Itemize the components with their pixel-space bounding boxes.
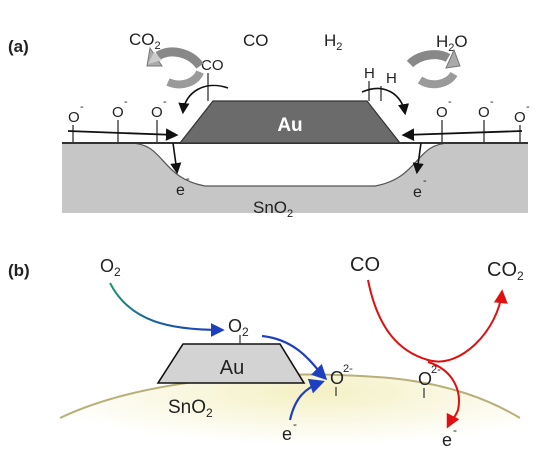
depletion-boundary [129, 142, 451, 187]
h2o-release-arrow-icon [406, 48, 461, 89]
svg-text:O2: O2 [100, 256, 121, 279]
oxygen-ion-left-1: O - [68, 101, 84, 143]
svg-text:2-: 2- [431, 364, 441, 376]
electron-b-right: e - [442, 423, 457, 450]
svg-text:2-: 2- [343, 363, 353, 375]
oxygen-ion-right-1: O - [436, 96, 452, 143]
co-gas-label-b: CO [350, 254, 380, 276]
svg-text:-: - [423, 175, 427, 187]
electron-arrow-left [170, 142, 182, 175]
panel-a-label: (a) [8, 37, 29, 56]
svg-text:CO: CO [201, 57, 224, 74]
oxygen-ion-left-2: O - [112, 96, 128, 143]
svg-text:-: - [80, 101, 84, 113]
o2-minus-ion-2: O 2- [418, 364, 441, 398]
o2-adsorption-arrow [109, 282, 225, 337]
oxygen-ion-left-3: O - [151, 96, 167, 143]
svg-text:O: O [478, 104, 490, 121]
sno2-label-a: SnO2 [253, 198, 293, 220]
spillover-arrow-left [67, 128, 179, 141]
depletion-region [130, 143, 450, 186]
h2-oxidation-arrow [361, 87, 410, 116]
au-particle [178, 100, 402, 144]
panel-b: (b) SnO2 Au O2 O2 O 2- e [8, 254, 524, 462]
o2-adsorbed-label: O2 [228, 316, 249, 344]
o2-gas-label: O2 [100, 256, 121, 279]
co2-release-arrow-icon [146, 46, 204, 89]
svg-text:CO2: CO2 [129, 30, 161, 52]
electron-arrow-right [412, 142, 424, 175]
electron-release-arrow [427, 361, 460, 429]
co2-label-b: CO2 [487, 259, 524, 283]
svg-text:CO2: CO2 [487, 259, 524, 283]
svg-text:SnO2: SnO2 [168, 397, 213, 420]
au-label: Au [277, 115, 302, 136]
svg-text:H: H [386, 70, 397, 87]
svg-text:O: O [68, 109, 80, 126]
o2-minus-ion-1: O 2- [330, 363, 353, 396]
oxygen-ion-right-3: O - [514, 101, 530, 143]
svg-text:e: e [176, 182, 185, 199]
svg-text:-: - [163, 96, 167, 108]
svg-text:O: O [436, 104, 448, 121]
svg-text:-: - [448, 96, 452, 108]
spillover-arrow-b [261, 334, 328, 381]
au-label-b: Au [220, 357, 244, 379]
panel-a: (a) Au O - O - O - O - [8, 30, 530, 220]
svg-text:SnO2: SnO2 [253, 198, 293, 220]
adsorbed-h-left: H [364, 65, 375, 101]
svg-text:-: - [186, 173, 190, 185]
au-particle-b [156, 343, 306, 384]
spillover-arrow-right [401, 128, 523, 141]
svg-text:-: - [490, 96, 494, 108]
svg-text:e: e [282, 424, 292, 444]
svg-text:H: H [364, 65, 375, 82]
svg-text:H2: H2 [324, 31, 342, 53]
co2-label-a: CO2 [129, 30, 161, 52]
svg-text:O: O [514, 109, 526, 126]
oxygen-ion-right-2: O - [478, 96, 494, 143]
h2o-label: H2O [436, 32, 468, 54]
sno2-label-b: SnO2 [168, 397, 213, 420]
svg-text:O: O [151, 104, 163, 121]
sno2-surface-b [59, 373, 521, 419]
adsorbed-co: CO [201, 57, 224, 101]
svg-text:O2: O2 [228, 316, 249, 339]
svg-text:O: O [418, 369, 432, 389]
co-to-co2-arrow [367, 279, 508, 363]
electron-b-left: e - [282, 417, 297, 444]
adsorbed-h-right: H [380, 70, 397, 101]
electron-capture-arrow [288, 378, 325, 421]
panel-b-label: (b) [8, 261, 30, 280]
svg-text:H2O: H2O [436, 32, 468, 54]
svg-text:-: - [293, 417, 297, 431]
co-gas-label: CO [243, 31, 269, 50]
svg-text:O: O [330, 368, 344, 388]
co-oxidation-arrow [178, 84, 229, 115]
electron-left: e - [176, 173, 190, 199]
svg-text:e: e [413, 184, 422, 201]
svg-text:-: - [124, 96, 128, 108]
electron-right: e - [413, 175, 427, 201]
h2-label: H2 [324, 31, 342, 53]
svg-text:-: - [453, 423, 457, 437]
svg-text:O: O [112, 104, 124, 121]
svg-text:e: e [442, 430, 452, 450]
svg-text:-: - [526, 101, 530, 113]
